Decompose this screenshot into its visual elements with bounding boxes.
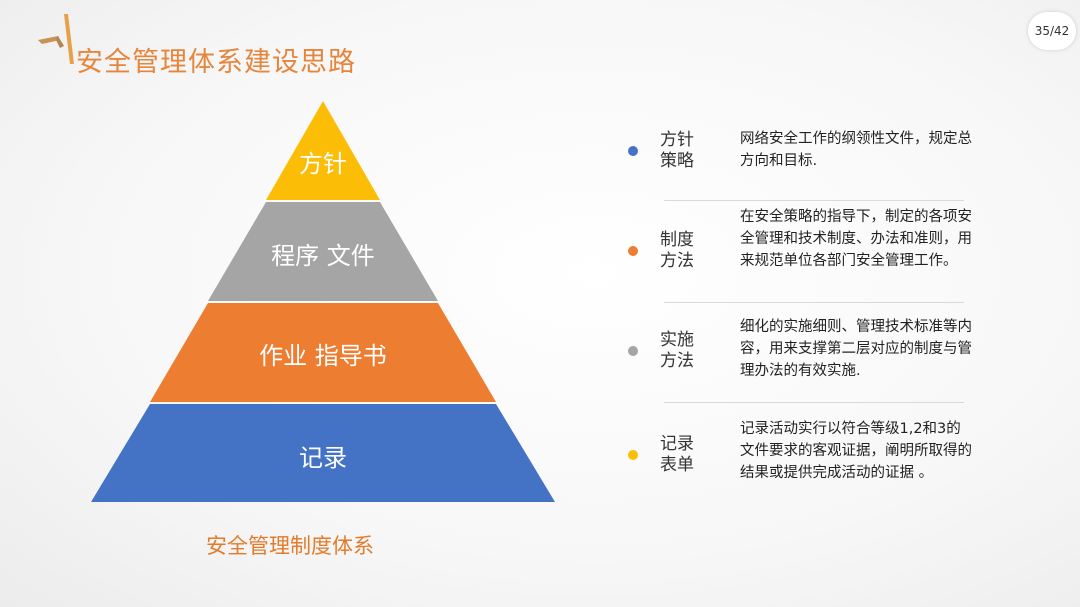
item-description: 细化的实施细则、管理技术标准等内容，用来支撑第二层对应的制度与管理办法的有效实施…	[740, 319, 972, 379]
pyramid-level-1	[266, 101, 380, 200]
logo-mark-icon	[38, 14, 74, 64]
pyramid-level-4	[91, 404, 555, 502]
item-description: 在安全策略的指导下，制定的各项安全管理和技术制度、办法和准则，用来规范单位各部门…	[740, 209, 972, 269]
divider	[664, 200, 964, 201]
pyramid-caption: 安全管理制度体系	[206, 534, 374, 558]
bullet-dot-icon	[628, 146, 638, 156]
bullet-dot-icon	[628, 450, 638, 460]
slide-title: 安全管理体系建设思路	[76, 47, 356, 78]
item-key: 记录 表单	[660, 434, 694, 475]
item-key: 实施 方法	[660, 330, 694, 371]
item-description: 记录活动实行以符合等级1,2和3的文件要求的客观证据，阐明所取得的结果或提供完成…	[740, 421, 972, 481]
bullet-dot-icon	[628, 346, 638, 356]
pyramid-level-3	[150, 303, 496, 402]
divider	[664, 402, 964, 403]
pyramid-label-1: 方针	[299, 150, 347, 178]
pyramid-label-4: 记录	[299, 444, 347, 472]
bullet-dot-icon	[628, 246, 638, 256]
page-counter: 35/42	[1028, 12, 1076, 50]
divider	[664, 302, 964, 303]
item-description: 网络安全工作的纲领性文件，规定总方向和目标.	[740, 131, 972, 169]
item-key: 方针 策略	[660, 130, 694, 171]
pyramid-level-2	[208, 202, 438, 301]
item-key: 制度 方法	[660, 230, 694, 271]
pyramid-label-2: 程序 文件	[271, 242, 375, 270]
pyramid-diagram: 方针 程序 文件 作业 指导书 记录	[91, 101, 555, 502]
pyramid-label-3: 作业 指导书	[259, 342, 387, 370]
